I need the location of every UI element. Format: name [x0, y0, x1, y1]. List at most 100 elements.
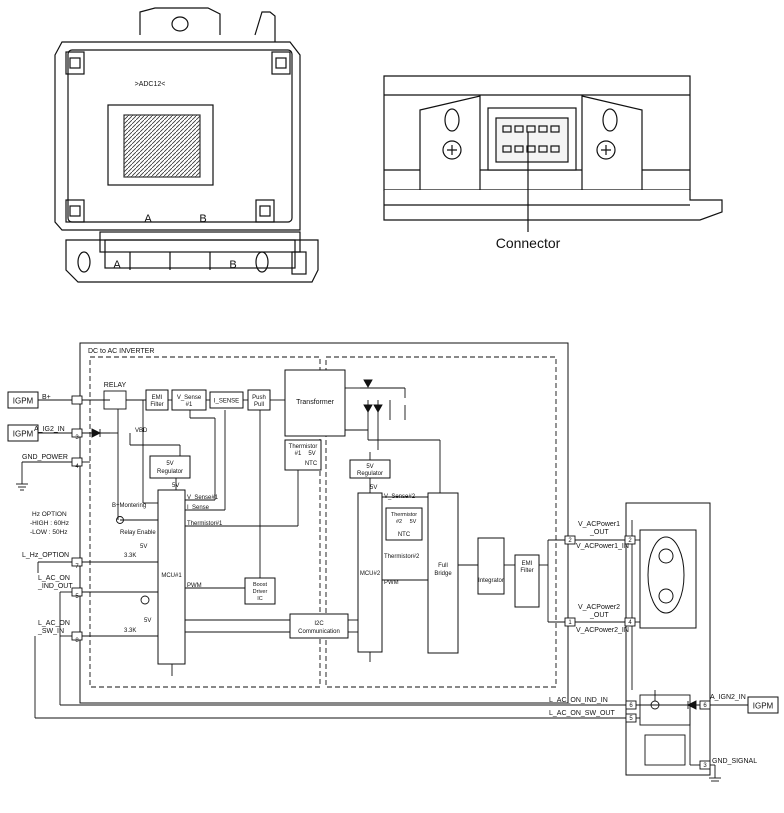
- a-ig2-in-label: A_IG2_IN: [34, 426, 65, 433]
- hz-option-title: Hz OPTION: [32, 511, 67, 518]
- resistor-label: 3.3K: [124, 628, 136, 634]
- v-acpower1-out-label: V_ACPower1: [578, 521, 620, 528]
- transformer-label: Transformer: [296, 399, 335, 406]
- igpm-block: IGPM: [7, 391, 39, 409]
- v-sense-1-label: #1: [186, 402, 193, 408]
- igpm-label: IGPM: [13, 397, 34, 406]
- v-sense-1-block: [171, 389, 207, 411]
- l-ac-on-ind-out-label: _IND_OUT: [37, 583, 73, 590]
- push-pull-label: Push: [252, 395, 266, 401]
- v-sense-1-signal: V_Sense#1: [187, 495, 219, 501]
- l-ac-on-ind-in-label: L_AC_ON_IND_IN: [549, 697, 608, 704]
- v-acpower2-out-label: V_ACPower2: [578, 604, 620, 611]
- i2c-communication-block: [289, 613, 349, 639]
- mcu1-section: [89, 356, 321, 688]
- pwm-2-label: PWM: [384, 580, 399, 586]
- module-label: >ADC12<: [135, 81, 166, 88]
- pin-number: 4: [75, 464, 79, 470]
- i-sense-signal: I_Sense: [187, 505, 210, 511]
- pin-number: 6: [703, 703, 707, 709]
- inverter-title: DC to AC INVERTER: [88, 348, 154, 355]
- pin-number: 1: [568, 620, 572, 626]
- module-side-view: [383, 75, 723, 232]
- pin-a-top-label: A: [144, 213, 152, 225]
- igpm-block: IGPM: [7, 424, 39, 442]
- regulator-5v-a: [149, 455, 191, 479]
- i-sense-label: I_SENSE: [214, 399, 239, 405]
- ntc-label: NTC: [398, 532, 411, 538]
- regulator-5v-a-label: Regulator: [157, 469, 183, 475]
- module-top-view: [54, 7, 319, 283]
- transformer-block: [284, 369, 346, 437]
- b-monitoring-label: B+Montering: [112, 503, 146, 509]
- v-acpower2-in-label: V_ACPower2_IN: [576, 627, 629, 634]
- emi-filter-2: [514, 554, 540, 608]
- emi-filter-1-label: Filter: [150, 402, 163, 408]
- boost-driver-label: IC: [257, 596, 263, 602]
- hz-low-label: -LOW : 50Hz: [30, 529, 68, 536]
- i2c-label: Communication: [298, 629, 340, 635]
- integrator-label: Integrator: [478, 578, 504, 584]
- pin-number: 2: [628, 538, 632, 544]
- l-ac-on-sw-in-label: L_AC_ON: [38, 620, 70, 627]
- l-hz-option-label: L_Hz_OPTION: [22, 552, 69, 559]
- b-plus-label: B+: [42, 394, 51, 401]
- full-bridge-block: [427, 492, 459, 654]
- regulator-5v-b: [349, 459, 391, 479]
- five-volt-label: 5V: [370, 485, 377, 491]
- transistor-symbol: [116, 516, 124, 524]
- v-acpower2-out-label: _OUT: [589, 612, 609, 619]
- pin-number: 8: [75, 638, 79, 644]
- boost-driver-label: Driver: [253, 589, 268, 595]
- v-sense-1-label: V_Sense: [177, 395, 202, 401]
- thermistor-1-label: Thermistor: [289, 444, 318, 450]
- mcu2-label: MCU#2: [360, 571, 381, 577]
- v-acpower1-out-label: _OUT: [589, 529, 609, 536]
- hz-high-label: -HIGH : 60Hz: [30, 520, 69, 527]
- load-box: [625, 502, 711, 776]
- emi-filter-1-label: EMI: [152, 395, 163, 401]
- v-sense-2-signal: V_Sense#2: [384, 494, 416, 500]
- connector-callout: Connector: [496, 235, 561, 251]
- mcu2-section: [325, 356, 557, 688]
- boost-driver-label: Boost: [253, 582, 268, 588]
- relay-enable-label: Relay Enable: [120, 530, 156, 536]
- thermistor-2-block: [385, 507, 423, 541]
- a-ign2-in-label: A_IGN2_IN: [710, 694, 746, 701]
- pin-number: 6: [629, 703, 633, 709]
- pin-number: 5: [629, 716, 633, 722]
- inverter-outer-box: [79, 342, 569, 704]
- igpm-block: IGPM: [747, 696, 779, 714]
- thermistor-2-signal: Thermistor#2: [384, 554, 420, 560]
- igpm-label: IGPM: [753, 702, 774, 711]
- integrator-block: [477, 537, 505, 595]
- terminal-pins: [71, 395, 711, 770]
- pin-number: 3: [703, 763, 707, 769]
- pin-number: 7: [75, 564, 79, 570]
- l-ac-on-sw-in-label: _SW_IN: [37, 628, 64, 635]
- emi-filter-2-label: EMI: [522, 561, 533, 567]
- five-volt-pullup-label: 5V: [144, 618, 151, 624]
- thermistor-1-signal: Thermistor#1: [187, 521, 223, 527]
- push-pull-block: [247, 389, 271, 411]
- pin-b-bottom-label: B: [229, 259, 236, 271]
- pwm-1-label: PWM: [187, 583, 202, 589]
- thermistor-2-label: Thermistor: [391, 512, 417, 518]
- regulator-5v-b-label: Regulator: [357, 471, 383, 477]
- outlet-socket: [647, 536, 685, 614]
- mcu1-label: MCU#1: [161, 573, 182, 579]
- pin-number: 5: [75, 594, 79, 600]
- ntc-label: NTC: [305, 461, 318, 467]
- mcu2-block: [357, 492, 383, 653]
- mcu1-block: [157, 489, 186, 665]
- five-volt-pullup-label: 5V: [140, 544, 147, 550]
- full-bridge-label: Bridge: [434, 571, 452, 577]
- l-ac-on-ind-out-label: L_AC_ON: [38, 575, 70, 582]
- thermistor-1-label: #1: [295, 451, 302, 457]
- regulator-5v-a-label: 5V: [166, 461, 173, 467]
- regulator-5v-b-label: 5V: [366, 464, 373, 470]
- boost-driver-block: [244, 577, 276, 605]
- pin-number: 3: [75, 435, 79, 441]
- gnd-power-label: GND_POWER: [22, 454, 68, 461]
